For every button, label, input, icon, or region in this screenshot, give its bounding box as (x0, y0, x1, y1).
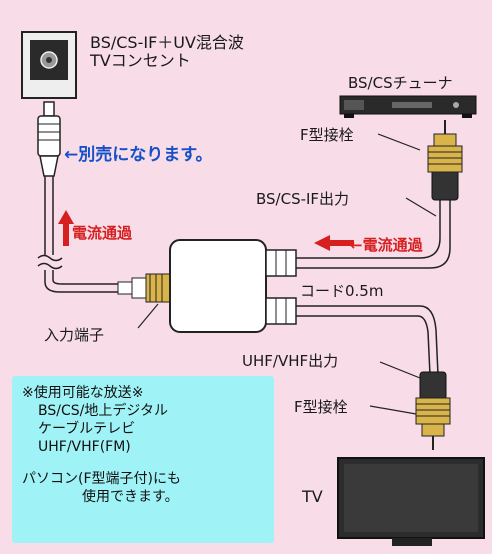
tv-outlet-icon (21, 31, 77, 99)
uv-output-label: UHF/VHF出力 (242, 352, 339, 370)
input-f-connector-icon (117, 273, 171, 303)
splitter-body (169, 239, 297, 333)
f-connector-bottom-icon (415, 371, 451, 450)
current-right-label: ←電流通過 (350, 236, 423, 254)
tuner-icon (339, 95, 477, 118)
input-cable (37, 176, 150, 293)
outlet-label: BS/CS-IF＋UV混合波 (90, 33, 244, 52)
bs-cs-output-label: BS/CS-IF出力 (256, 190, 350, 208)
current-left-label: 電流通過 (72, 224, 133, 242)
plug-connector-icon (37, 101, 61, 177)
info-box: ※使用可能な放送※ BS/CS/地上デジタル ケーブルテレビ UHF/VHF(F… (12, 376, 274, 543)
cord-label: コード0.5m (300, 282, 384, 300)
leader-lines (137, 133, 437, 415)
info-note-2: 使用できます。 (82, 489, 179, 505)
info-note-1: パソコン(F型端子付)にも (22, 471, 181, 487)
tv-label: TV (302, 487, 323, 506)
info-line-2: ケーブルテレビ (38, 421, 136, 437)
input-terminal-label: 入力端子 (44, 326, 105, 344)
current-arrow-right-icon (314, 235, 354, 251)
info-line-1: BS/CS/地上デジタル (38, 403, 169, 419)
output-cables (296, 200, 451, 376)
sold-separately-label: ←別売になります。 (64, 145, 213, 165)
current-arrow-left-icon (58, 210, 74, 246)
f-type-top-label: F型接栓 (300, 126, 354, 144)
info-spacer (22, 456, 264, 470)
tv-icon (337, 457, 485, 546)
info-line-3: UHF/VHF(FM) (38, 439, 131, 455)
tuner-label: BS/CSチューナ (348, 74, 453, 92)
info-title: ※使用可能な放送※ (22, 385, 144, 401)
f-connector-top-icon (427, 120, 463, 201)
f-type-bottom-label: F型接栓 (294, 398, 348, 416)
outlet-label-line2: TVコンセント (90, 51, 191, 70)
